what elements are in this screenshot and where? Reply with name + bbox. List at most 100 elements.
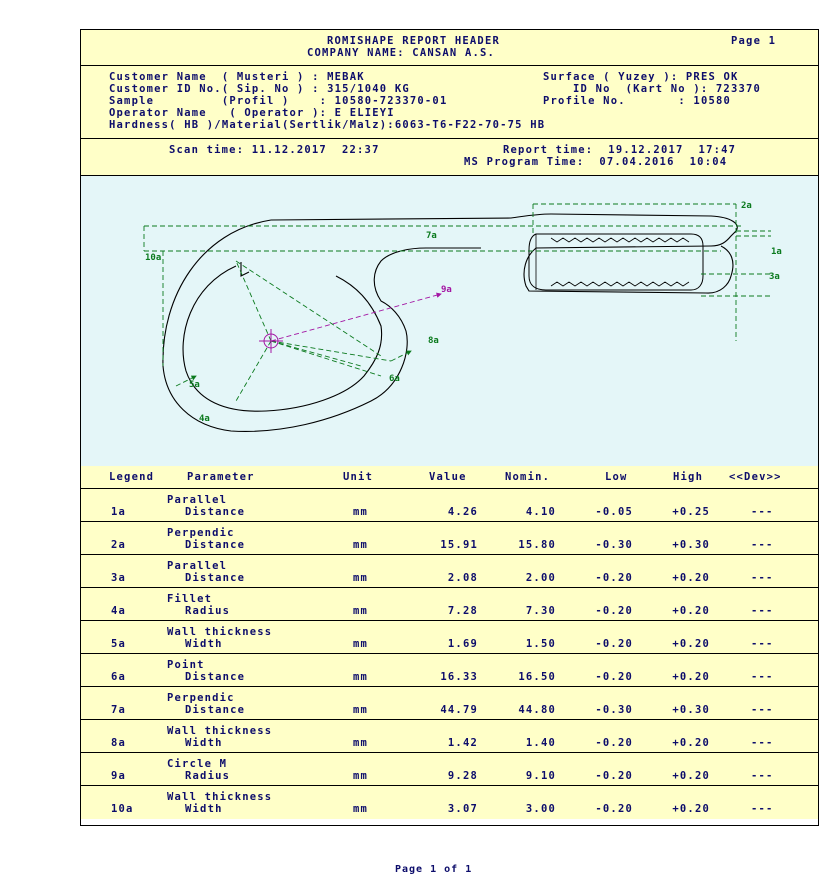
operator-name: Operator Name ( Operator ): E ELIEYI: [109, 107, 395, 119]
row-low: -0.30: [595, 704, 633, 716]
row-param-type: Parallel: [167, 494, 228, 506]
dim-label-7a: 7a: [426, 231, 437, 241]
results-table: Legend Parameter Unit Value Nomin. Low H…: [81, 466, 818, 819]
row-param-name: Distance: [185, 704, 246, 716]
row-value: 3.07: [447, 803, 478, 815]
row-low: -0.20: [595, 638, 633, 650]
col-nomin: Nomin.: [505, 471, 551, 483]
row-unit: mm: [353, 671, 369, 683]
row-legend: 6a: [111, 671, 127, 683]
row-legend: 2a: [111, 539, 127, 551]
row-nomin: 3.00: [525, 803, 556, 815]
page-footer: Page 1 of 1: [395, 864, 473, 875]
row-high: +0.20: [672, 770, 710, 782]
customer-info: Customer Name ( Musteri ) : MEBAK Surfac…: [81, 66, 818, 139]
table-row: 9a Circle M Radius mm 9.28 9.10 -0.20 +0…: [81, 753, 818, 786]
row-low: -0.20: [595, 572, 633, 584]
row-high: +0.20: [672, 605, 710, 617]
row-param-name: Width: [185, 737, 223, 749]
row-low: -0.05: [595, 506, 633, 518]
row-dev: ---: [751, 704, 774, 716]
row-nomin: 15.80: [518, 539, 556, 551]
report-time: Report time: 19.12.2017 17:47: [503, 144, 737, 156]
row-unit: mm: [353, 506, 369, 518]
row-value: 1.69: [447, 638, 478, 650]
profile-drawing: 1a 2a 3a 4a 5a 6a 7a 8a 9a 10a: [81, 176, 818, 467]
times-band: Scan time: 11.12.2017 22:37 Report time:…: [81, 139, 818, 176]
row-dev: ---: [751, 770, 774, 782]
scan-time: Scan time: 11.12.2017 22:37: [169, 144, 380, 156]
row-value: 7.28: [447, 605, 478, 617]
row-value: 1.42: [447, 737, 478, 749]
row-low: -0.20: [595, 803, 633, 815]
row-high: +0.20: [672, 803, 710, 815]
row-unit: mm: [353, 638, 369, 650]
row-legend: 9a: [111, 770, 127, 782]
row-nomin: 7.30: [525, 605, 556, 617]
row-param-name: Radius: [185, 605, 231, 617]
row-param-type: Fillet: [167, 593, 213, 605]
row-param-name: Distance: [185, 539, 246, 551]
row-param-name: Width: [185, 638, 223, 650]
row-unit: mm: [353, 737, 369, 749]
row-legend: 1a: [111, 506, 127, 518]
row-value: 9.28: [447, 770, 478, 782]
row-dev: ---: [751, 539, 774, 551]
row-high: +0.20: [672, 572, 710, 584]
card-id: ID No (Kart No ): 723370: [573, 83, 762, 95]
dim-label-2a: 2a: [741, 201, 752, 211]
row-dev: ---: [751, 572, 774, 584]
row-high: +0.20: [672, 737, 710, 749]
row-value: 16.33: [440, 671, 478, 683]
col-low: Low: [605, 471, 628, 483]
row-param-name: Radius: [185, 770, 231, 782]
row-high: +0.30: [672, 539, 710, 551]
row-dev: ---: [751, 803, 774, 815]
row-unit: mm: [353, 770, 369, 782]
company-name: COMPANY NAME: CANSAN A.S.: [307, 47, 496, 59]
row-low: -0.20: [595, 671, 633, 683]
row-low: -0.20: [595, 605, 633, 617]
row-high: +0.30: [672, 704, 710, 716]
table-row: 10a Wall thickness Width mm 3.07 3.00 -0…: [81, 786, 818, 819]
row-param-type: Parallel: [167, 560, 228, 572]
row-legend: 10a: [111, 803, 134, 815]
row-param-type: Wall thickness: [167, 626, 273, 638]
row-legend: 8a: [111, 737, 127, 749]
program-time: MS Program Time: 07.04.2016 10:04: [464, 156, 728, 168]
row-param-type: Circle M: [167, 758, 228, 770]
table-row: 8a Wall thickness Width mm 1.42 1.40 -0.…: [81, 720, 818, 753]
profile-no: Profile No. : 10580: [543, 95, 732, 107]
col-dev: <<Dev>>: [729, 471, 782, 483]
row-unit: mm: [353, 704, 369, 716]
col-parameter: Parameter: [187, 471, 255, 483]
table-row: 2a Perpendic Distance mm 15.91 15.80 -0.…: [81, 522, 818, 555]
col-legend: Legend: [109, 471, 155, 483]
row-unit: mm: [353, 539, 369, 551]
profile-drawing-svg: 1a 2a 3a 4a 5a 6a 7a 8a 9a 10a: [143, 201, 782, 432]
row-value: 15.91: [440, 539, 478, 551]
row-param-type: Point: [167, 659, 205, 671]
row-low: -0.30: [595, 539, 633, 551]
row-param-name: Distance: [185, 572, 246, 584]
row-value: 2.08: [447, 572, 478, 584]
table-row: 5a Wall thickness Width mm 1.69 1.50 -0.…: [81, 621, 818, 654]
profile-outline: [162, 213, 738, 432]
dim-label-9a: 9a: [441, 285, 452, 295]
report-header: ROMISHAPE REPORT HEADER COMPANY NAME: CA…: [81, 30, 818, 66]
col-unit: Unit: [343, 471, 374, 483]
row-param-name: Width: [185, 803, 223, 815]
row-param-type: Wall thickness: [167, 791, 273, 803]
report-sheet: ROMISHAPE REPORT HEADER COMPANY NAME: CA…: [80, 29, 819, 826]
row-nomin: 9.10: [525, 770, 556, 782]
surface: Surface ( Yuzey ): PRES OK: [543, 71, 739, 83]
table-row: 4a Fillet Radius mm 7.28 7.30 -0.20 +0.2…: [81, 588, 818, 621]
row-param-type: Perpendic: [167, 692, 235, 704]
row-unit: mm: [353, 605, 369, 617]
dim-label-10a: 10a: [145, 253, 161, 263]
row-value: 44.79: [440, 704, 478, 716]
customer-id: Customer ID No.( Sip. No ) : 315/1040 KG: [109, 83, 410, 95]
row-high: +0.20: [672, 671, 710, 683]
row-nomin: 16.50: [518, 671, 556, 683]
center-mark: [259, 329, 283, 353]
